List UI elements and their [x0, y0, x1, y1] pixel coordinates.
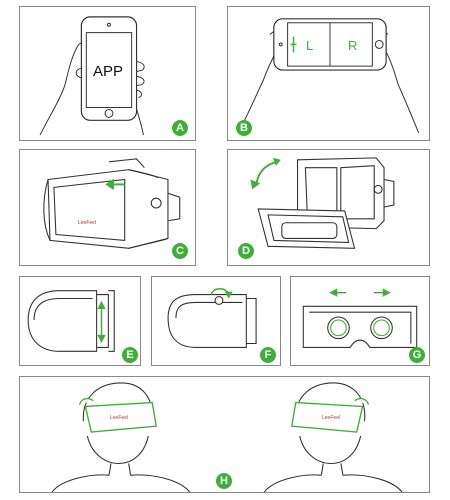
step-badge-f: F [260, 347, 276, 363]
vr-headset-side-knob-illustration [167, 288, 257, 348]
hand-holding-phone-illustration [39, 16, 145, 136]
right-headset-brand-logo: LeeFeel [322, 415, 341, 421]
vr-headset-open-cover-illustration [250, 157, 395, 249]
panel-d: D [227, 149, 430, 266]
hands-holding-phone-landscape-illustration [237, 18, 420, 134]
phone-screen [85, 32, 133, 108]
step-badge-d: D [238, 243, 254, 259]
step-badge-e: E [122, 347, 138, 363]
step-badge-a: A [172, 120, 188, 136]
panel-h: LeeFeel LeeFeel H [19, 376, 430, 493]
panel-g: G [290, 276, 430, 366]
vr-headset-side-focus-illustration [27, 290, 115, 352]
vr-headset-front-cover-illustration [43, 158, 181, 249]
app-screen-label: APP [93, 63, 124, 80]
panel-a: APP A [19, 6, 196, 141]
panel-b: L R B [227, 6, 430, 141]
headset-brand-logo: LeeFeel [78, 220, 97, 226]
step-badge-g: G [409, 347, 425, 363]
left-eye-label: L [306, 38, 314, 53]
right-eye-label: R [348, 38, 358, 53]
vr-headset-lens-view-illustration [302, 288, 418, 348]
panel-c: LeeFeel C [19, 149, 196, 266]
step-badge-h: H [216, 473, 232, 489]
left-headset-brand-logo: LeeFeel [110, 415, 129, 421]
panel-e: E [19, 276, 141, 366]
two-users-wearing-headsets-illustration [51, 382, 403, 492]
step-badge-b: B [236, 120, 252, 136]
step-badge-c: C [172, 243, 188, 259]
panel-f: F [151, 276, 281, 366]
